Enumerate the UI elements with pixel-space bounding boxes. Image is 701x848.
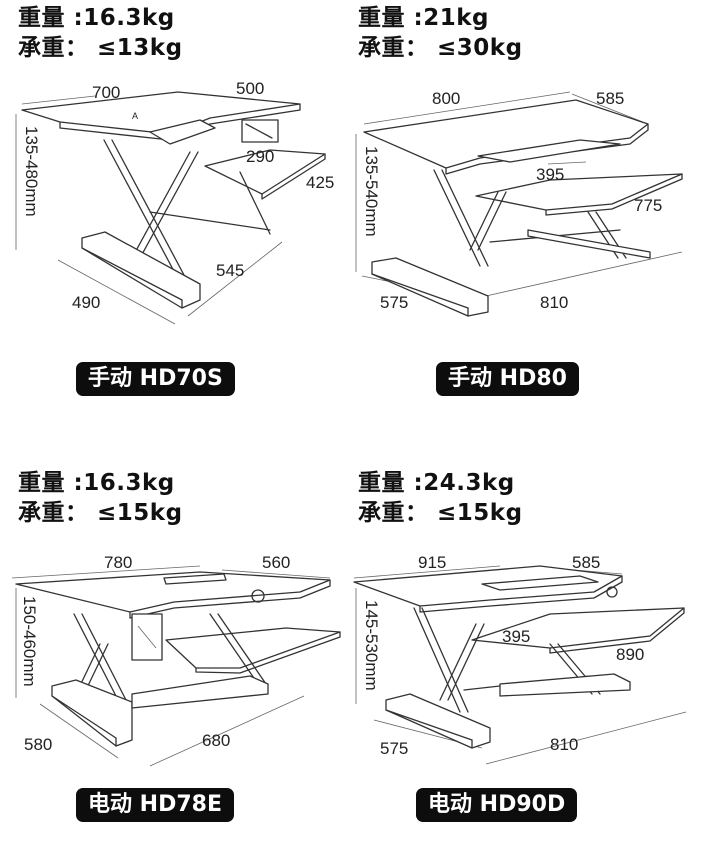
dim-base-width: 575 <box>380 293 408 312</box>
desk-mark: A <box>132 111 138 121</box>
spec-block: 重量 :24.3kg 承重： ≤15kg <box>358 468 523 528</box>
desk-diagram-hd70s: 700 500 290 425 135-480mm 490 545 A <box>0 62 350 352</box>
weight-value: 24.3kg <box>423 470 515 496</box>
spec-block: 重量 :21kg 承重： ≤30kg <box>358 3 523 63</box>
model-badge: 手动 HD70S <box>76 362 235 396</box>
dim-keyboard-depth: 775 <box>634 196 662 215</box>
desk-drawing: 800 585 395 775 135-540mm 575 810 <box>355 89 683 317</box>
dim-base-width: 580 <box>24 735 52 754</box>
dim-keyboard-width: 290 <box>246 147 274 166</box>
load-row: 承重： ≤15kg <box>18 498 183 528</box>
dim-height: 150-460mm <box>20 596 39 687</box>
dim-height: 135-540mm <box>362 146 381 237</box>
weight-row: 重量 :16.3kg <box>18 3 183 33</box>
dim-height: 135-480mm <box>22 126 41 217</box>
load-label: 承重： <box>18 500 89 526</box>
model-badge: 电动 HD90D <box>416 788 578 822</box>
load-label: 承重： <box>18 35 89 61</box>
dim-base-depth: 810 <box>550 735 578 754</box>
desk-diagram-hd78e: 780 560 150-460mm 580 680 <box>0 544 350 784</box>
load-value: ≤30kg <box>437 35 523 61</box>
weight-label: 重量 : <box>18 470 84 496</box>
weight-label: 重量 : <box>18 5 84 31</box>
load-row: 承重： ≤15kg <box>358 498 523 528</box>
product-panel-hd78e: 重量 :16.3kg 承重： ≤15kg <box>0 424 350 848</box>
dim-depth: 500 <box>236 79 264 98</box>
load-label: 承重： <box>358 35 429 61</box>
load-value: ≤15kg <box>437 500 523 526</box>
dim-width: 915 <box>418 553 446 572</box>
dim-depth: 585 <box>572 553 600 572</box>
weight-row: 重量 :24.3kg <box>358 468 523 498</box>
dim-keyboard-width: 395 <box>502 627 530 646</box>
desk-diagram-hd80: 800 585 395 775 135-540mm 575 810 <box>350 62 700 352</box>
weight-label: 重量 : <box>358 470 424 496</box>
desk-diagram-hd90d: 915 585 395 890 145-530mm 575 810 <box>350 544 700 784</box>
dim-keyboard-depth: 890 <box>616 645 644 664</box>
desk-drawing: 915 585 395 890 145-530mm 575 810 <box>353 553 687 765</box>
spec-block: 重量 :16.3kg 承重： ≤13kg <box>18 3 183 63</box>
product-panel-hd70s: 重量 :16.3kg 承重： ≤13kg <box>0 0 350 424</box>
dim-base-depth: 680 <box>202 731 230 750</box>
dim-base-width: 490 <box>72 293 100 312</box>
desk-drawing: 700 500 290 425 135-480mm 490 545 A <box>15 79 334 325</box>
dim-depth: 560 <box>262 553 290 572</box>
weight-label: 重量 : <box>358 5 424 31</box>
model-badge: 手动 HD80 <box>436 362 579 396</box>
dim-width: 800 <box>432 89 460 108</box>
load-label: 承重： <box>358 500 429 526</box>
product-panel-hd90d: 重量 :24.3kg 承重： ≤15kg <box>350 424 700 848</box>
load-value: ≤15kg <box>97 500 183 526</box>
load-row: 承重： ≤30kg <box>358 33 523 63</box>
dim-base-depth: 810 <box>540 293 568 312</box>
product-panel-hd80: 重量 :21kg 承重： ≤30kg <box>350 0 700 424</box>
model-badge: 电动 HD78E <box>76 788 234 822</box>
weight-row: 重量 :16.3kg <box>18 468 183 498</box>
dim-keyboard-width: 395 <box>536 165 564 184</box>
dim-width: 700 <box>92 83 120 102</box>
weight-row: 重量 :21kg <box>358 3 523 33</box>
dim-width: 780 <box>104 553 132 572</box>
weight-value: 16.3kg <box>83 5 175 31</box>
dim-base-width: 575 <box>380 739 408 758</box>
dim-base-depth: 545 <box>216 261 244 280</box>
spec-block: 重量 :16.3kg 承重： ≤15kg <box>18 468 183 528</box>
dim-keyboard-depth: 425 <box>306 173 334 192</box>
weight-value: 21kg <box>423 5 489 31</box>
weight-value: 16.3kg <box>83 470 175 496</box>
dim-depth: 585 <box>596 89 624 108</box>
load-row: 承重： ≤13kg <box>18 33 183 63</box>
load-value: ≤13kg <box>97 35 183 61</box>
dim-height: 145-530mm <box>362 600 381 691</box>
desk-drawing: 780 560 150-460mm 580 680 <box>11 553 341 767</box>
